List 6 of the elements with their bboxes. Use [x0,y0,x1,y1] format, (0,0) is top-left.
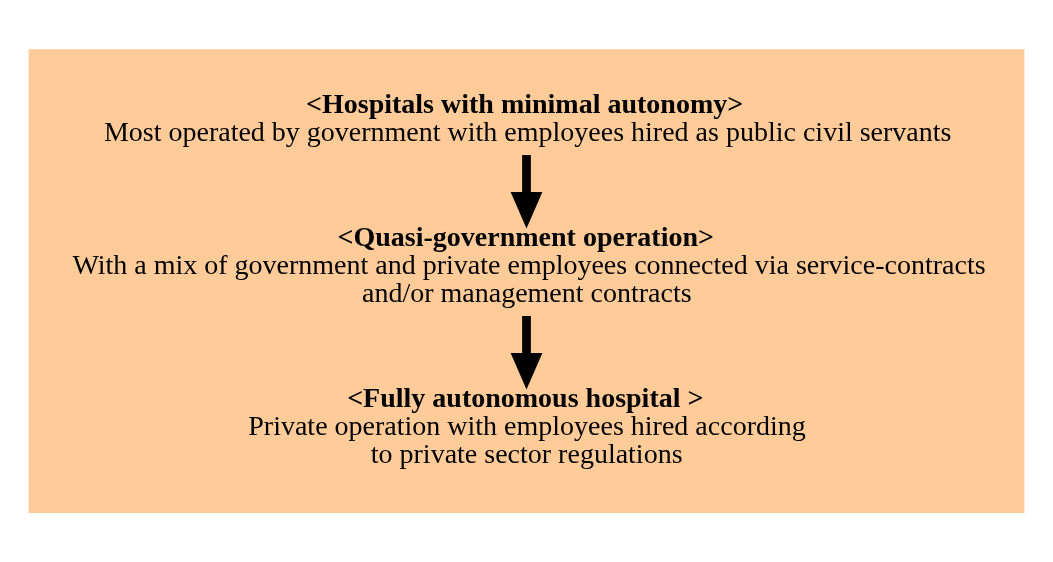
arrow [510,316,543,390]
node-text: <Fully autonomous hospital > Private operation with employees hired according to private sector regulations [248,381,806,469]
node-text: <Hospitals with minimal autonomy> Most operated by government with employees hired as public civil servants [103,87,952,147]
node-text: <Quasi-government operation> With a mix of government and private employees connected via service-contracts and/or management contracts [72,220,986,308]
arrow [510,155,543,229]
cluster [28,49,1025,513]
